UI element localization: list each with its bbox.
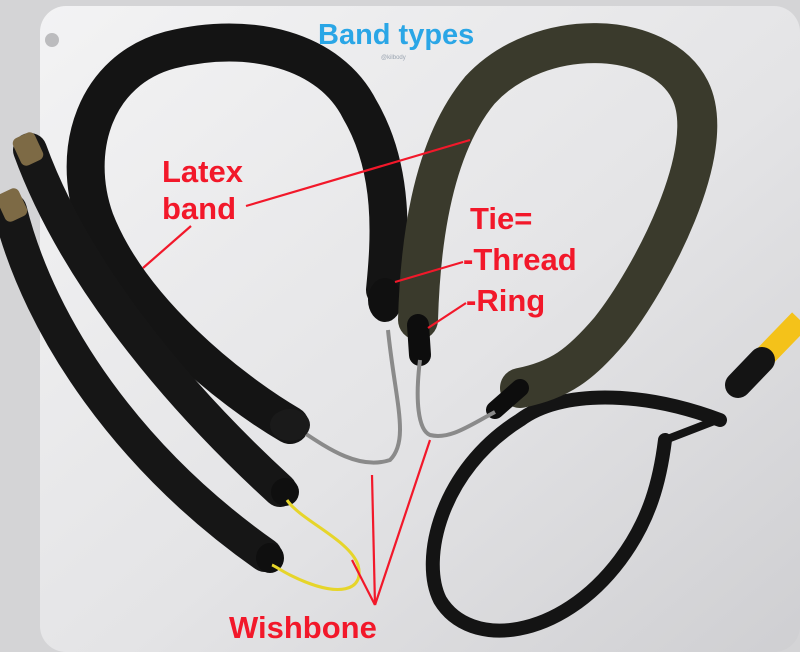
latex-band-right-tip [486, 379, 529, 419]
short-band-upper-fitting [12, 132, 44, 166]
latex-band-right [398, 23, 718, 408]
title-label: Band types [318, 19, 475, 51]
wishbone-pointer-right [373, 439, 432, 606]
short-band-loop [425, 390, 727, 638]
annotation-lines [142, 138, 471, 606]
short-band-upper [13, 133, 297, 507]
latex-band-left-tie [368, 278, 402, 322]
latex-band-left [66, 23, 408, 444]
thread-pointer [394, 260, 464, 284]
spear-band-clamp [725, 347, 775, 398]
latex-pointer-left [142, 225, 192, 269]
latex-band-right-ring [407, 314, 431, 366]
latex-band-label-line1: Latex [162, 154, 243, 189]
wishbone-pointer-center [370, 474, 377, 606]
latex-pointer-right [245, 138, 471, 208]
latex-band-label-line2: band [162, 191, 237, 226]
short-band-cord [663, 414, 724, 444]
short-band-lower-fitting [0, 188, 28, 222]
wire-wishbone-left [298, 329, 402, 465]
short-band-upper-tie [271, 478, 299, 506]
surface-knob [45, 33, 59, 47]
credit-label: @kilbody [381, 55, 406, 61]
ring-pointer [427, 302, 467, 329]
thread-wishbone [271, 499, 361, 591]
wire-wishbone-right [415, 359, 496, 438]
tie-label-line1: Tie= [470, 201, 533, 236]
left-band-end [270, 409, 310, 441]
tie-label-line2: -Thread [463, 242, 577, 277]
wishbone-label: Wishbone [229, 610, 377, 645]
short-band-lower-tie [256, 543, 284, 573]
short-band-lower [0, 193, 282, 572]
ring-label: -Ring [466, 283, 546, 318]
wishbone-pointer-left [351, 559, 376, 606]
